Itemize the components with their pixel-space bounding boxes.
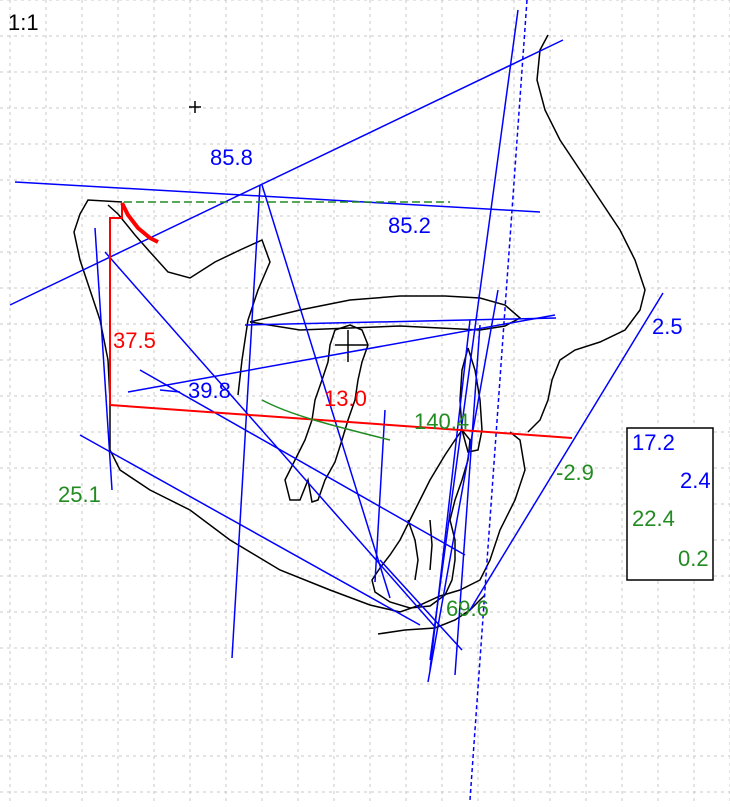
measure-interincisal: 140.4 [414,409,469,434]
scale-label: 1:1 [8,10,39,35]
ramus-line [94,227,113,491]
chin-tangent-line [379,559,463,651]
fh-line [14,181,541,213]
mandible-outline [73,199,526,613]
occlusal-arc [261,399,391,441]
soft-tissue-profile [527,34,646,433]
ramus-lower-line [159,389,181,393]
red-measurement-lines [109,202,573,439]
mandibular-plane-line [79,434,421,626]
measure-profile-right: 2.5 [652,314,683,339]
facial-line-left [429,9,519,661]
measure-incisor-angle: 13.0 [324,386,367,411]
lower-incisor-root [407,519,433,581]
legend-blue-top: 17.2 [632,430,675,455]
occlusal-plane-line [127,314,556,393]
legend-green-top: 22.4 [632,506,675,531]
molar-outline [284,324,369,503]
mandible-upper-edge [107,204,271,396]
horizontal-reference-line [109,404,573,439]
upper-incisor-axis [429,319,471,671]
lower-incisor-outline [371,429,471,609]
green-measurement-lines [124,201,450,441]
e-line [469,292,664,611]
skull-outline [73,34,646,635]
ramus-height-bracket [109,203,123,405]
legend-green-bottom: 0.2 [678,546,709,571]
s-gn-line [104,251,437,629]
measure-fh-angle: 85.2 [388,213,431,238]
crosshair-icon [189,101,201,113]
gonial-tangent-line [139,369,466,556]
legend-blue-bottom: 2.4 [680,468,711,493]
condyle-marker [120,202,159,244]
palatal-plane-line [244,317,557,326]
chin-vertical-line [374,409,386,583]
upper-jaw-outline [249,295,522,331]
lower-incisor-axis [454,324,481,676]
vertical-left-line [231,184,261,659]
measure-lower-lip: -2.9 [556,460,594,485]
upper-incisor-outline [459,347,483,453]
analysis-lines [9,0,664,801]
facial-line-right [427,289,499,683]
legend-box: 17.2 2.4 22.4 0.2 [626,427,714,581]
sn-line [9,39,564,306]
measure-gonial-small: 39.8 [188,378,231,403]
chin-outline [377,594,486,635]
vertical-dashed-line [469,0,528,801]
measure-top-angle: 85.8 [210,145,253,170]
measure-ramus-height: 37.5 [113,328,156,353]
measure-chin-angle: 69.6 [446,596,489,621]
n-b-line [261,184,391,599]
measure-mandibular-plane: 25.1 [58,482,101,507]
